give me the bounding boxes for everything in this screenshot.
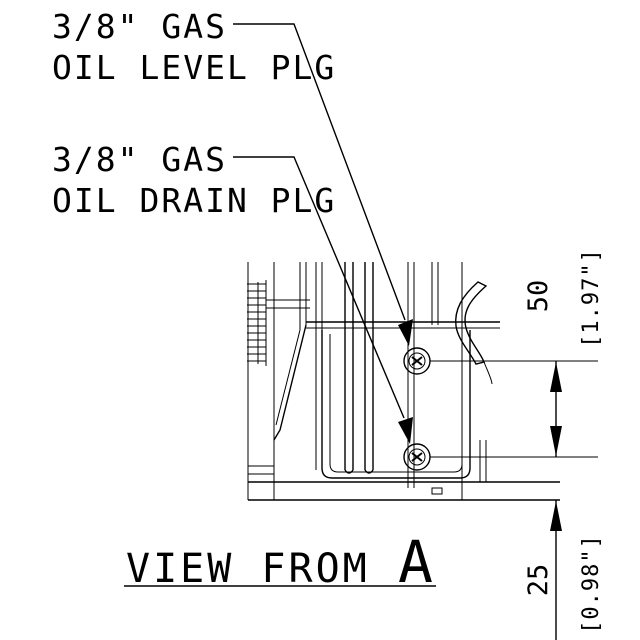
oil-drain-plug-callout: 3/8" GAS OIL DRAIN PLG [52,140,413,444]
dimension-50-value: 50 [523,280,554,313]
oil-level-leader-arrow [398,319,413,346]
oil-level-leader-line [233,23,406,321]
view-from-label: VIEW FROM [126,546,370,592]
oil-drain-plug-label: OIL DRAIN PLG [52,181,336,220]
dimension-50: 50 [1.97"] [523,248,604,348]
view-title: VIEW FROM A [124,528,436,596]
dim-arrow-up [550,362,562,392]
dimension-50-inches: [1.97"] [579,248,604,348]
dimension-25: 25 [0.98"] [523,534,604,634]
dimension-25-inches: [0.98"] [579,534,604,634]
oil-drain-leader-arrow [398,417,413,444]
dim-arrow-down [550,426,562,456]
cooling-fins [247,280,267,366]
dimension-lines [430,360,598,640]
view-letter: A [398,528,433,596]
engine-sump-outline [247,262,560,501]
oil-drain-leader-line [233,156,405,419]
oil-level-plug-callout: 3/8" GAS OIL LEVEL PLG [52,7,413,346]
dimension-25-value: 25 [523,564,554,597]
oil-level-plug-label: OIL LEVEL PLG [52,48,336,87]
oil-drain-plug-size: 3/8" GAS [52,140,227,179]
dim-arrow-lower [550,501,562,531]
oil-level-plug-size: 3/8" GAS [52,7,227,46]
